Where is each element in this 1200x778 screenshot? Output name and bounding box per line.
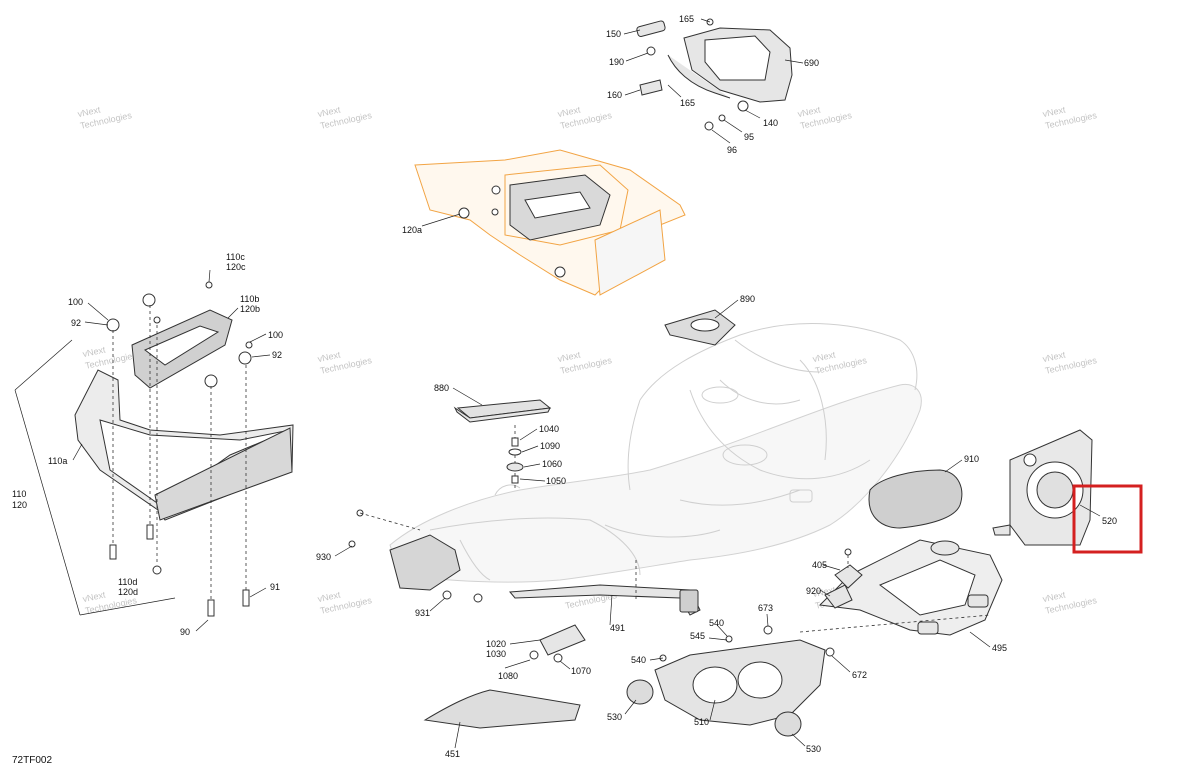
watermark-text: vNext <box>1042 589 1067 604</box>
highlight-520[interactable]: 520 <box>1072 484 1143 554</box>
callout-672: 672 <box>852 670 867 680</box>
callout-91: 91 <box>270 582 280 592</box>
part-510-grille <box>626 614 991 737</box>
callout-920: 920 <box>806 586 821 596</box>
callout-890: 890 <box>740 294 755 304</box>
leader-lines <box>72 18 991 749</box>
callout-540: 540 <box>709 618 724 628</box>
watermark-text: vNext <box>557 104 582 119</box>
callout-451: 451 <box>445 749 460 759</box>
callout-120b: 120b <box>240 304 260 314</box>
callout-140: 140 <box>763 118 778 128</box>
watermark-text: vNext <box>797 104 822 119</box>
part-890 <box>664 309 736 346</box>
watermark-text: vNext <box>812 349 837 364</box>
mat-910 <box>868 469 963 529</box>
callout-96: 96 <box>727 145 737 155</box>
upper-bracket-assembly <box>636 18 793 131</box>
callout-540b: 540 <box>631 655 646 665</box>
hull-outline <box>389 323 922 583</box>
callout-510: 510 <box>694 717 709 727</box>
callout-100b: 100 <box>268 330 283 340</box>
callout-1020: 1020 <box>486 639 506 649</box>
callout-110d: 110d <box>118 577 137 587</box>
watermark-text: vNext <box>1042 349 1067 364</box>
callout-405: 405 <box>812 560 827 570</box>
callout-545: 545 <box>690 631 705 641</box>
part-520 <box>992 429 1101 546</box>
callout-100: 100 <box>68 297 83 307</box>
callout-92: 92 <box>71 318 81 328</box>
watermark-text: vNext <box>317 349 342 364</box>
lower-parts <box>348 509 701 729</box>
left-footrest-assembly <box>14 281 294 617</box>
callout-90: 90 <box>180 627 190 637</box>
callout-1030: 1030 <box>486 649 506 659</box>
callout-110c: 110c <box>226 252 245 262</box>
callout-labels: 165 150 190 690 160 165 140 95 96 120a 1… <box>12 14 1007 759</box>
watermark-text: vNext <box>557 349 582 364</box>
callout-930: 930 <box>316 552 331 562</box>
callout-95: 95 <box>744 132 754 142</box>
callout-120a: 120a <box>402 225 422 235</box>
watermark-text: vNext <box>82 589 107 604</box>
callout-880: 880 <box>434 383 449 393</box>
callout-160: 160 <box>607 90 622 100</box>
callout-120c: 120c <box>226 262 246 272</box>
callout-165: 165 <box>679 14 694 24</box>
callout-491: 491 <box>610 623 625 633</box>
callout-150: 150 <box>606 29 621 39</box>
callout-165b: 165 <box>680 98 695 108</box>
callout-120: 120 <box>12 500 27 510</box>
watermark-text: vNext <box>317 104 342 119</box>
callout-530: 530 <box>607 712 622 722</box>
callout-1060: 1060 <box>542 459 562 469</box>
highlight-box <box>1072 484 1143 554</box>
callout-530b: 530 <box>806 744 821 754</box>
callout-1090: 1090 <box>540 441 560 451</box>
part-495-panel <box>818 539 1003 636</box>
footrest-assembly-120a <box>414 149 686 296</box>
callout-110b: 110b <box>240 294 259 304</box>
callout-190: 190 <box>609 57 624 67</box>
callout-1050: 1050 <box>546 476 566 486</box>
callout-1080: 1080 <box>498 671 518 681</box>
callout-690: 690 <box>804 58 819 68</box>
watermark-text: vNext <box>82 344 107 359</box>
watermark-text: vNext <box>77 104 102 119</box>
callout-931: 931 <box>415 608 430 618</box>
callout-495: 495 <box>992 643 1007 653</box>
callout-110a: 110a <box>48 456 67 466</box>
callout-520: 520 <box>1102 516 1117 526</box>
callout-1040: 1040 <box>539 424 559 434</box>
callout-673: 673 <box>758 603 773 613</box>
watermark-text: vNext <box>317 589 342 604</box>
callout-910: 910 <box>964 454 979 464</box>
center-parts <box>453 399 552 490</box>
callout-120d: 120d <box>118 587 138 597</box>
callout-92b: 92 <box>272 350 282 360</box>
diagram-code: 72TF002 <box>12 755 52 766</box>
callout-1070: 1070 <box>571 666 591 676</box>
callout-110: 110 <box>12 489 26 499</box>
watermark-text: vNext <box>1042 104 1067 119</box>
